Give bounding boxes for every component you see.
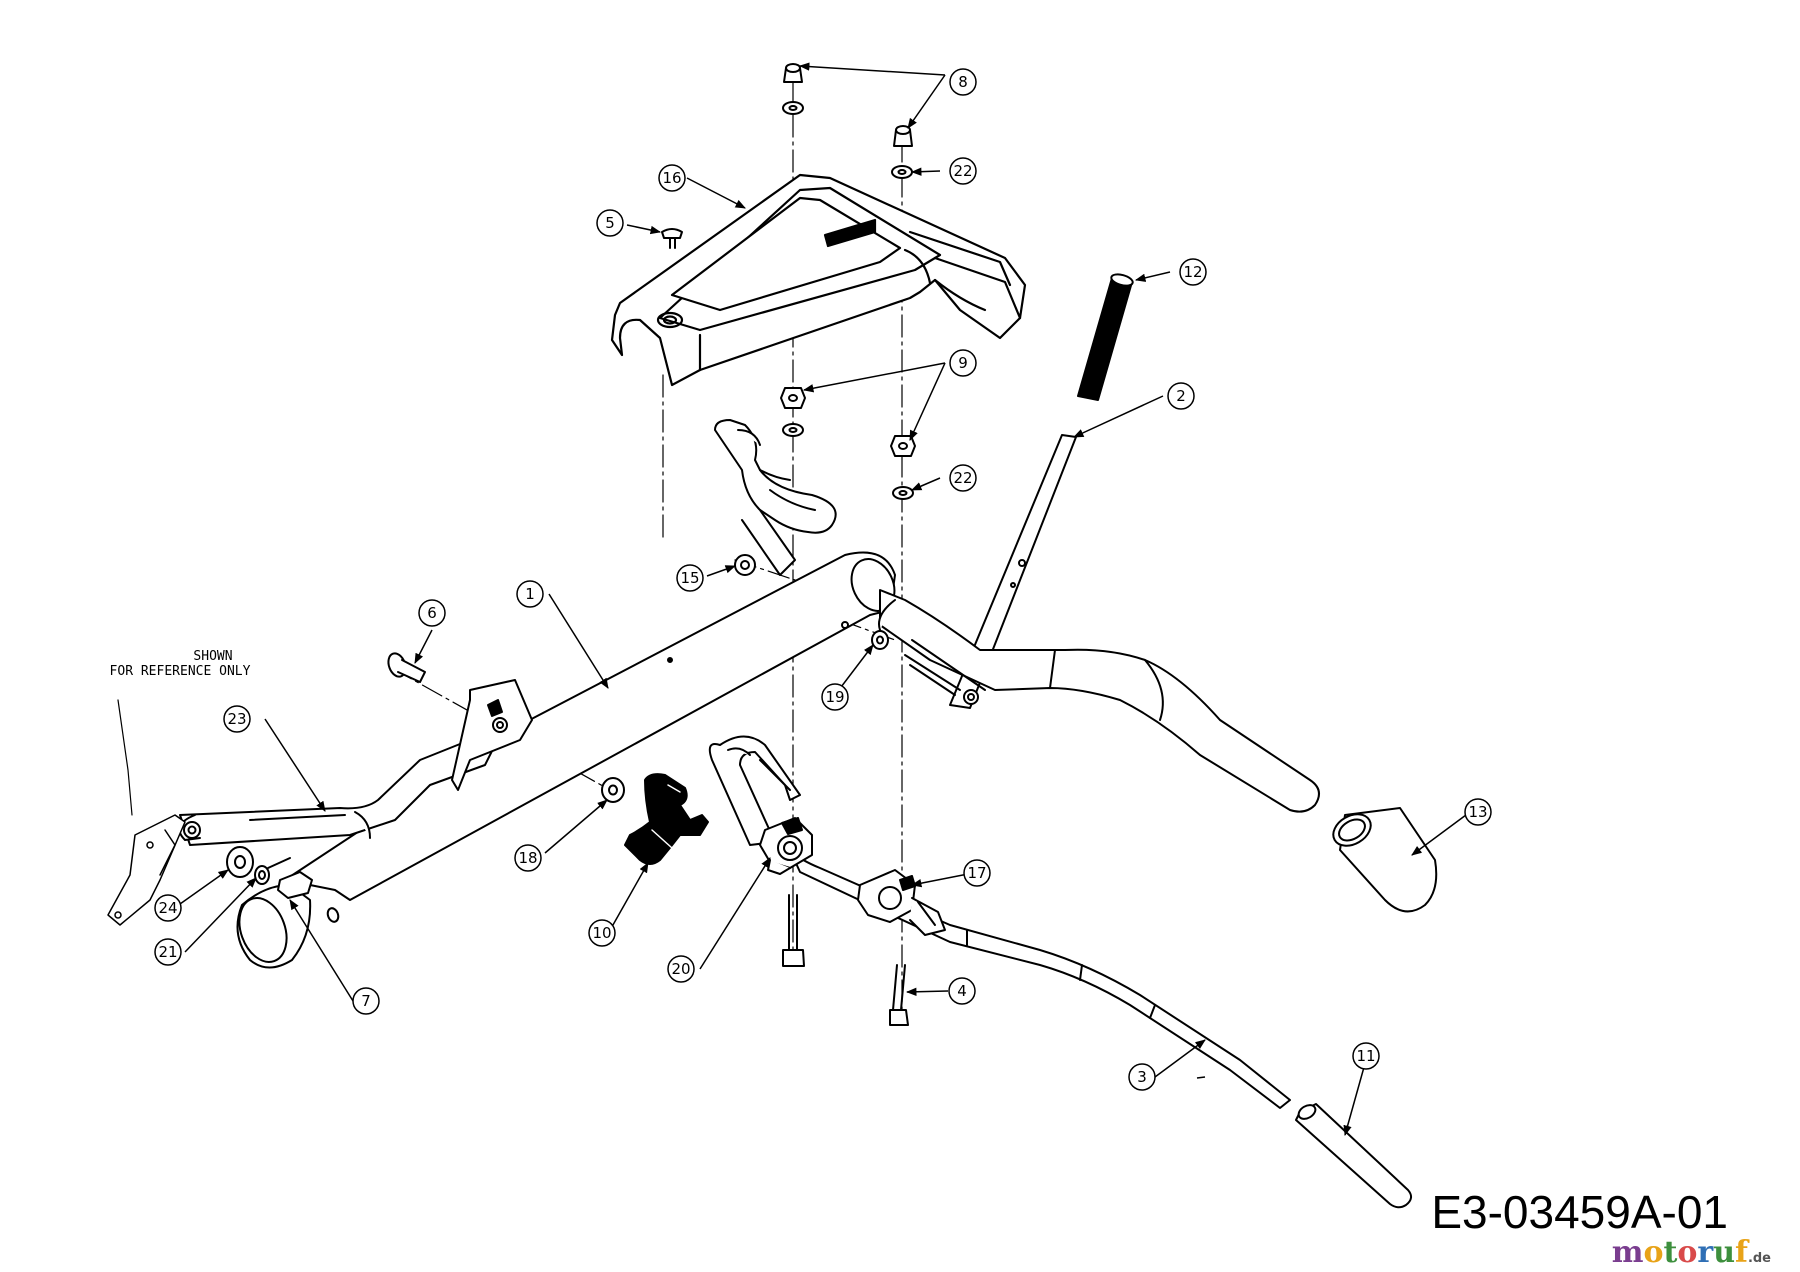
hex-nut-9b <box>890 435 916 457</box>
callouts: 8 22 16 5 12 9 2 22 15 1 6 23 19 13 18 1… <box>154 68 1492 1091</box>
washer-19 <box>841 621 889 650</box>
knob <box>624 773 709 865</box>
console-cover <box>610 173 1027 387</box>
svg-text:1: 1 <box>525 585 535 603</box>
washer-15 <box>734 554 756 576</box>
callout-20: 20 <box>667 955 695 983</box>
right-handle <box>878 589 1320 813</box>
svg-text:4: 4 <box>957 982 967 1000</box>
rod-clamp <box>857 869 946 936</box>
leader-lines <box>179 62 1471 1137</box>
svg-text:13: 13 <box>1468 803 1487 821</box>
bolt-20 <box>782 894 805 967</box>
svg-text:24: 24 <box>158 899 177 917</box>
svg-text:15: 15 <box>680 569 699 587</box>
callout-2: 2 <box>1167 382 1195 410</box>
callout-22a: 22 <box>949 157 977 185</box>
svg-text:23: 23 <box>227 710 246 728</box>
svg-text:8: 8 <box>958 73 968 91</box>
callout-5: 5 <box>596 209 624 237</box>
svg-text:22: 22 <box>953 469 972 487</box>
lower-clamp <box>759 817 813 875</box>
screw-5 <box>661 228 683 249</box>
reference-note: SHOWN FOR REFERENCE ONLY <box>110 649 251 679</box>
svg-text:18: 18 <box>518 849 537 867</box>
brand-letter-m: m <box>1612 1235 1644 1270</box>
crossbar-tube <box>236 551 896 969</box>
note-line-1: SHOWN <box>193 649 232 664</box>
rod-grip <box>1295 1103 1412 1209</box>
right-grip <box>1332 807 1438 913</box>
svg-text:10: 10 <box>592 924 611 942</box>
cap-nut-8b <box>893 125 913 147</box>
bolt-4 <box>889 964 909 1026</box>
svg-text:2: 2 <box>1176 387 1186 405</box>
shift-lever <box>904 434 1077 709</box>
svg-text:12: 12 <box>1183 263 1202 281</box>
callout-12: 12 <box>1179 258 1207 286</box>
washer-22b <box>892 486 914 500</box>
svg-text:19: 19 <box>825 688 844 706</box>
brand-logo: motoruf.de <box>1612 1235 1771 1270</box>
washers-left <box>226 846 270 885</box>
callout-1: 1 <box>516 580 544 608</box>
svg-text:21: 21 <box>158 943 177 961</box>
note-pointer <box>117 699 133 816</box>
bolt-6 <box>387 652 426 683</box>
washer-18 <box>601 777 625 803</box>
brand-letter-o1: o <box>1644 1235 1664 1270</box>
lever-grip <box>1077 273 1134 401</box>
note-line-2: FOR REFERENCE ONLY <box>110 664 251 679</box>
callout-6: 6 <box>418 599 446 627</box>
brand-letter-u: u <box>1713 1235 1735 1270</box>
svg-text:17: 17 <box>967 864 986 882</box>
callout-18: 18 <box>514 844 542 872</box>
callout-15: 15 <box>676 564 704 592</box>
brand-letter-t: t <box>1664 1235 1678 1270</box>
callout-3: 3 <box>1128 1063 1156 1091</box>
parts-drawing <box>107 63 1438 1209</box>
lower-hook <box>708 735 801 846</box>
svg-text:9: 9 <box>958 354 968 372</box>
svg-text:16: 16 <box>662 169 681 187</box>
callout-13: 13 <box>1464 798 1492 826</box>
washer-22a <box>891 165 913 179</box>
callout-24: 24 <box>154 894 182 922</box>
hex-nut-9a <box>780 387 806 437</box>
svg-text:3: 3 <box>1137 1068 1147 1086</box>
svg-text:20: 20 <box>671 960 690 978</box>
callout-11: 11 <box>1352 1042 1380 1070</box>
callout-8: 8 <box>949 68 977 96</box>
callout-4: 4 <box>948 977 976 1005</box>
svg-text:6: 6 <box>427 604 437 622</box>
svg-text:22: 22 <box>953 162 972 180</box>
callout-7: 7 <box>352 987 380 1015</box>
brand-letter-f: f <box>1735 1235 1750 1270</box>
svg-text:5: 5 <box>605 214 615 232</box>
brand-letter-r: r <box>1697 1235 1714 1270</box>
brand-tld: .de <box>1748 1251 1771 1266</box>
callout-17: 17 <box>963 859 991 887</box>
brand-letter-o2: o <box>1677 1235 1697 1270</box>
callout-21: 21 <box>154 938 182 966</box>
callout-16: 16 <box>658 164 686 192</box>
callout-23: 23 <box>223 705 251 733</box>
callout-10: 10 <box>588 919 616 947</box>
cap-nut-8a <box>782 63 804 115</box>
reference-bracket <box>107 814 186 926</box>
callout-22b: 22 <box>949 464 977 492</box>
svg-text:motoruf.de: motoruf.de <box>1612 1235 1771 1270</box>
svg-text:7: 7 <box>361 992 371 1010</box>
drawing-code: E3-03459A-01 <box>1431 1186 1728 1238</box>
left-bracket <box>178 679 533 846</box>
svg-text:11: 11 <box>1356 1047 1375 1065</box>
bolt-7 <box>267 857 313 899</box>
upper-handle-loop <box>714 419 837 576</box>
callout-9: 9 <box>949 349 977 377</box>
callout-19: 19 <box>821 683 849 711</box>
